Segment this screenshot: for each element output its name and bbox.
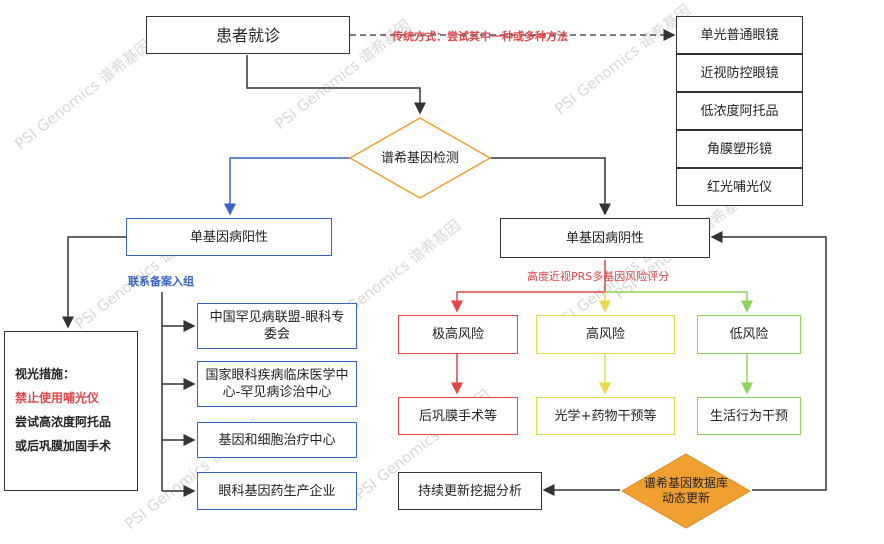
database-diamond: [621, 453, 751, 529]
intervention-optical-drug: 光学+药物干预等: [536, 397, 675, 435]
edge-neg-red: [451, 260, 606, 313]
risk-high: 高风险: [536, 315, 675, 354]
prs-label: 高度近视PRS多基因风险评分: [527, 270, 670, 283]
database-label-line-1: 谱希基因数据库: [643, 476, 728, 490]
database-label-line-2: 动态更新: [661, 491, 710, 505]
intervention-surgery: 后巩膜手术等: [398, 397, 518, 435]
method-box-1: 单光普通眼镜: [676, 16, 803, 54]
edge-visit-genetest: [246, 55, 426, 115]
institution-box-3: 基因和细胞治疗中心: [197, 422, 357, 458]
measures-line-2: 或后巩膜加固手术: [15, 439, 112, 453]
negative-node: 单基因病阴性: [500, 218, 710, 258]
institution-box-2: 国家眼科疾病临床医学中心-罕见病诊治中心: [197, 361, 357, 407]
edge-db-negative: [710, 231, 827, 491]
gene-test-label: 谱希基因检测: [380, 151, 459, 166]
measures-title: 视光措施：: [15, 367, 76, 381]
risk-low: 低风险: [697, 315, 801, 354]
measures-line-1: 尝试高浓度阿托品: [15, 415, 112, 429]
method-box-5: 红光哺光仪: [676, 168, 803, 206]
optometry-measures-box: 视光措施： 禁止使用哺光仪 尝试高浓度阿托品 或后巩膜加固手术: [4, 331, 138, 491]
method-box-4: 角膜塑形镜: [676, 130, 803, 168]
institution-box-1: 中国罕见病联盟-眼科专委会: [197, 303, 357, 349]
method-box-2: 近视防控眼镜: [676, 54, 803, 92]
refer-label: 联系备案入组: [128, 275, 194, 288]
edge-genetest-negative: [490, 157, 611, 216]
method-box-3: 低浓度阿托品: [676, 92, 803, 130]
visit-node: 患者就诊: [146, 16, 350, 54]
measures-warning: 禁止使用哺光仪: [15, 391, 100, 405]
gene-test-diamond: [348, 117, 492, 199]
positive-node: 单基因病阳性: [126, 218, 332, 256]
institution-box-4: 眼科基因药生产企业: [197, 472, 357, 510]
edge-positive-measures: [62, 236, 126, 329]
intervention-lifestyle: 生活行为干预: [697, 397, 801, 435]
database-label: 谱希基因数据库 动态更新: [620, 476, 752, 506]
mining-node: 持续更新挖掘分析: [398, 472, 542, 510]
risk-very-high: 极高风险: [398, 315, 518, 354]
edge-genetest-positive: [224, 157, 350, 216]
edge-neg-green: [605, 291, 753, 313]
traditional-label: 传统方式：尝试其中一种或多种方法: [392, 30, 568, 43]
